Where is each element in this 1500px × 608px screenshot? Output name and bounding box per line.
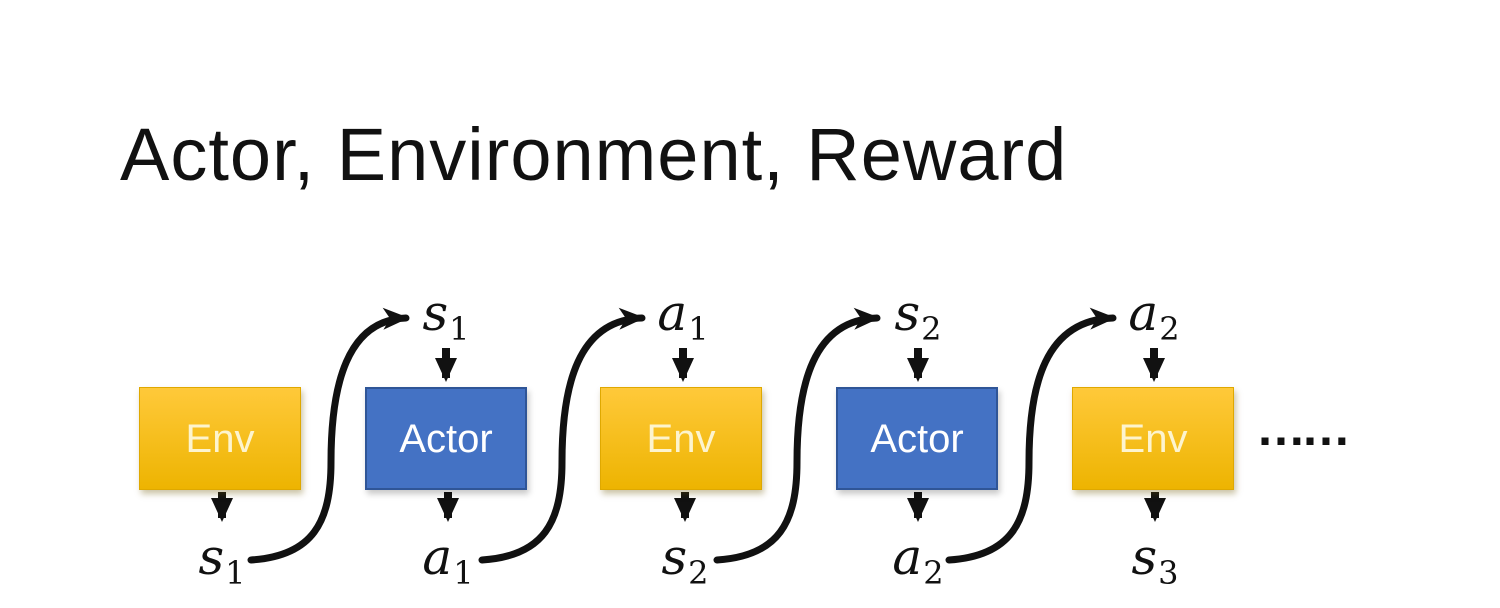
action-label-a2-top: a2 bbox=[1128, 284, 1179, 345]
connector-a2 bbox=[945, 307, 1117, 564]
slide-title: Actor, Environment, Reward bbox=[120, 113, 1068, 196]
env-box-3-label: Env bbox=[1118, 416, 1188, 461]
connector-s2 bbox=[713, 307, 881, 564]
action-label-a2-bottom: a2 bbox=[892, 528, 943, 589]
action-label-a1-top: a1 bbox=[657, 284, 708, 345]
state-label-s2-top: s2 bbox=[894, 284, 941, 345]
actor-box-2: Actor bbox=[836, 387, 998, 490]
label-subscript: 2 bbox=[1159, 310, 1180, 348]
label-base: s bbox=[422, 284, 449, 342]
action-label-a1-bottom: a1 bbox=[422, 528, 473, 589]
env-box-3: Env bbox=[1072, 387, 1234, 490]
env-box-1-label: Env bbox=[185, 416, 255, 461]
env-box-2: Env bbox=[600, 387, 762, 490]
env-box-2-label: Env bbox=[646, 416, 716, 461]
label-base: s bbox=[1131, 528, 1158, 586]
label-base: s bbox=[661, 528, 688, 586]
actor-box-2-label: Actor bbox=[870, 416, 964, 461]
actor-box-1-label: Actor bbox=[399, 416, 493, 461]
actor-box-1: Actor bbox=[365, 387, 527, 490]
label-base: a bbox=[1128, 284, 1159, 342]
label-base: a bbox=[657, 284, 688, 342]
label-subscript: 1 bbox=[688, 310, 709, 348]
label-subscript: 2 bbox=[688, 554, 709, 592]
env-box-1: Env bbox=[139, 387, 301, 490]
label-subscript: 2 bbox=[923, 554, 944, 592]
label-base: a bbox=[422, 528, 453, 586]
connector-a1 bbox=[478, 307, 646, 564]
label-base: a bbox=[892, 528, 923, 586]
label-subscript: 2 bbox=[921, 310, 942, 348]
state-label-s3-bottom: s3 bbox=[1131, 528, 1178, 589]
label-subscript: 3 bbox=[1158, 554, 1179, 592]
label-subscript: 1 bbox=[449, 310, 470, 348]
state-label-s2-bottom: s2 bbox=[661, 528, 708, 589]
label-subscript: 1 bbox=[225, 554, 246, 592]
label-base: s bbox=[198, 528, 225, 586]
state-label-s1-bottom: s1 bbox=[198, 528, 245, 589]
connector-s1 bbox=[247, 307, 410, 564]
continuation-ellipsis: …… bbox=[1256, 400, 1351, 456]
label-base: s bbox=[894, 284, 921, 342]
label-subscript: 1 bbox=[453, 554, 474, 592]
state-label-s1-top: s1 bbox=[422, 284, 469, 345]
